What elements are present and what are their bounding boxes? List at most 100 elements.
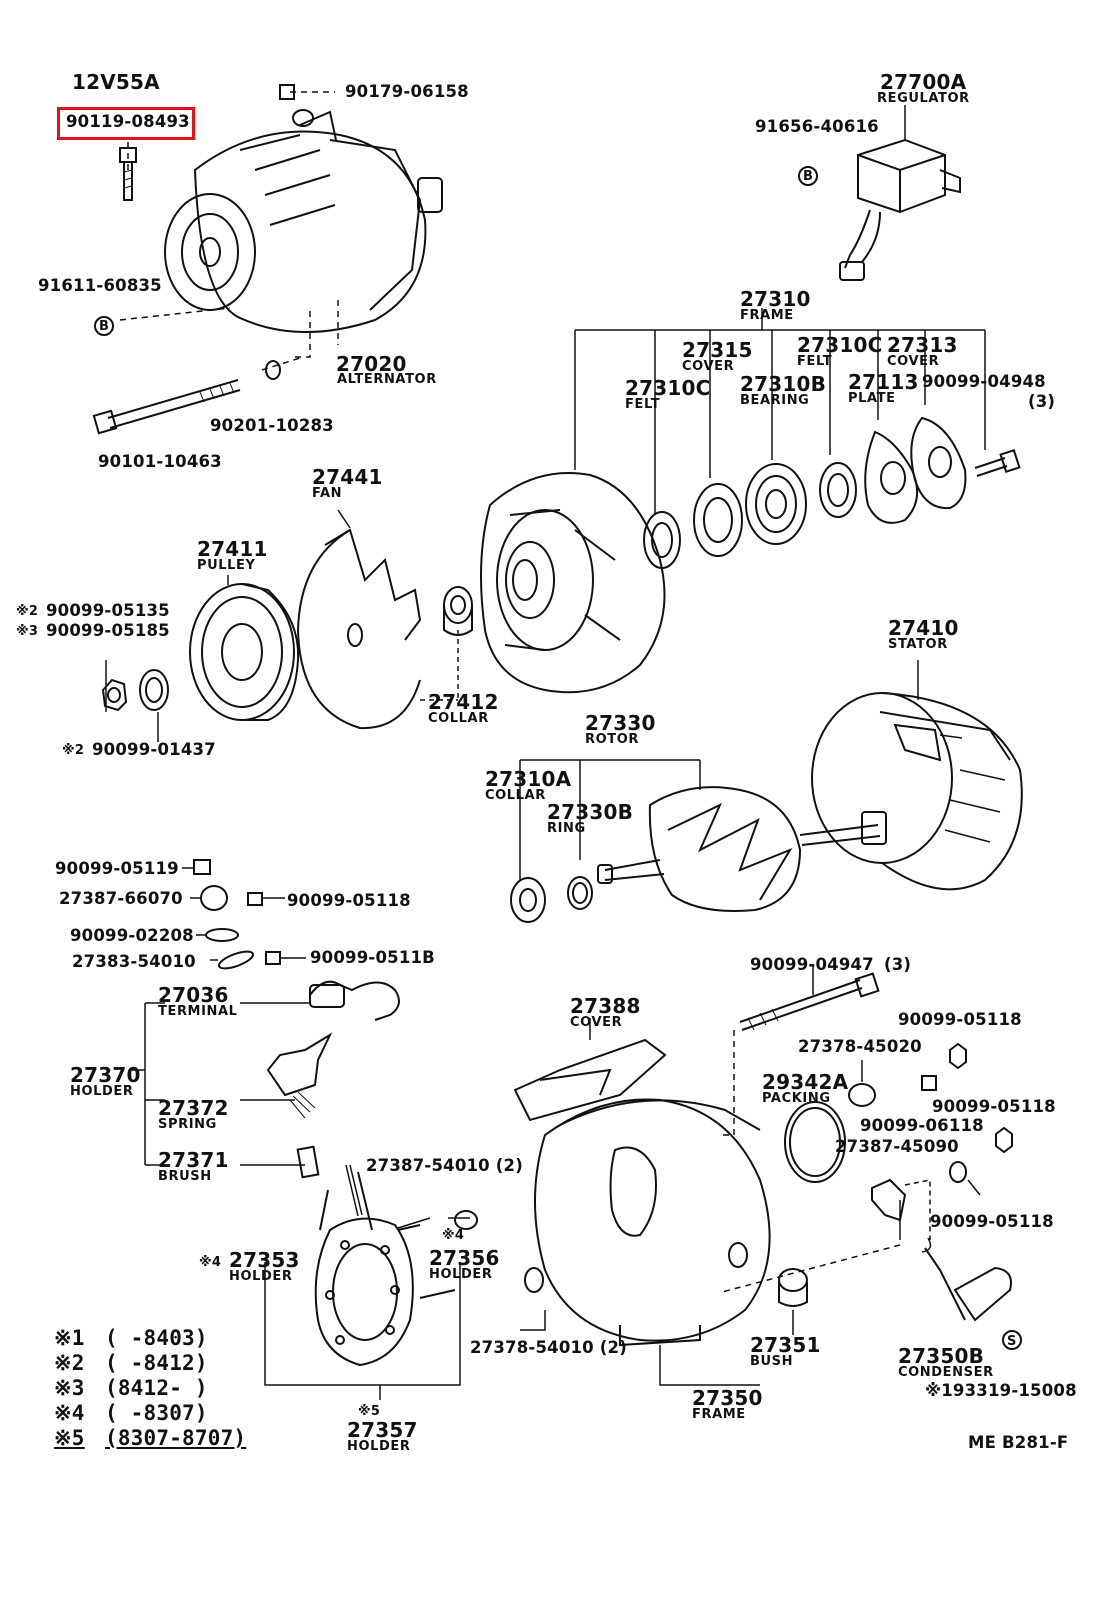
- legend-mark-2: ※2: [54, 1351, 85, 1375]
- part-90179-06158[interactable]: 90179-06158: [345, 82, 469, 101]
- cover-27388: [515, 1018, 665, 1120]
- part-27113[interactable]: 27113: [848, 370, 919, 394]
- caption-collar-2: COLLAR: [485, 788, 546, 803]
- caption-bush: BUSH: [750, 1354, 794, 1369]
- caption-cover-2: COVER: [887, 354, 940, 369]
- caption-felt-2: FELT: [797, 354, 833, 369]
- diagram-code: ME B281-F: [968, 1433, 1069, 1452]
- symbol-x4-a: ※4: [442, 1228, 465, 1243]
- part-27378-45020[interactable]: 27378-45020: [798, 1037, 922, 1056]
- caption-cover-1: COVER: [682, 359, 735, 374]
- part-27357[interactable]: 27357: [347, 1418, 418, 1442]
- caption-spring: SPRING: [158, 1117, 217, 1132]
- caption-holder-4: HOLDER: [347, 1439, 411, 1454]
- part-27310A[interactable]: 27310A: [485, 767, 572, 791]
- part-90099-04947[interactable]: 90099-04947: [750, 955, 874, 974]
- part-27020[interactable]: 27020: [336, 352, 407, 376]
- felt-27310C-a: [644, 512, 680, 568]
- part-29342A[interactable]: 29342A: [762, 1070, 849, 1094]
- part-27370[interactable]: 27370: [70, 1063, 141, 1087]
- part-27313[interactable]: 27313: [887, 333, 958, 357]
- part-27441[interactable]: 27441: [312, 465, 383, 489]
- highlighted-part-number[interactable]: 90119-08493: [66, 112, 190, 131]
- part-90099-05119[interactable]: 90099-05119: [55, 859, 179, 878]
- part-27350[interactable]: 27350: [692, 1386, 763, 1410]
- part-193319-15008[interactable]: ※193319-15008: [925, 1381, 1077, 1400]
- part-90099-05118-b[interactable]: 90099-05118: [898, 1010, 1022, 1029]
- part-27383-54010[interactable]: 27383-54010: [72, 952, 196, 971]
- part-27310B[interactable]: 27310B: [740, 372, 827, 396]
- part-27330B[interactable]: 27330B: [547, 800, 634, 824]
- insulator-27378-45020: [849, 1060, 875, 1106]
- symbol-05135: ※2: [16, 604, 39, 619]
- part-27387-54010[interactable]: 27387-54010 (2): [366, 1156, 523, 1175]
- symbol-05185: ※3: [16, 624, 39, 639]
- part-27356[interactable]: 27356: [429, 1246, 500, 1270]
- symbol-x5: ※5: [358, 1404, 381, 1419]
- screw-90099-04948: [975, 450, 1019, 476]
- part-90099-01437[interactable]: 90099-01437: [92, 740, 216, 759]
- part-27387-45090[interactable]: 27387-45090: [835, 1137, 959, 1156]
- part-90099-06118[interactable]: 90099-06118: [860, 1116, 984, 1135]
- part-27353[interactable]: 27353: [229, 1248, 300, 1272]
- bush-27351: [779, 1269, 807, 1335]
- part-90099-05135[interactable]: 90099-05135: [46, 601, 170, 620]
- part-90099-05118-a[interactable]: 90099-05118: [287, 891, 411, 910]
- part-90099-02208[interactable]: 90099-02208: [70, 926, 194, 945]
- part-27350B[interactable]: 27350B: [898, 1344, 985, 1368]
- caption-collar-1: COLLAR: [428, 711, 489, 726]
- part-27371[interactable]: 27371: [158, 1148, 229, 1172]
- part-27412[interactable]: 27412: [428, 690, 499, 714]
- caption-packing: PACKING: [762, 1091, 831, 1106]
- part-90099-0511B[interactable]: 90099-0511B: [310, 948, 435, 967]
- part-90099-05185[interactable]: 90099-05185: [46, 621, 170, 640]
- b-marker-1: B: [99, 319, 110, 334]
- part-91611-60835[interactable]: 91611-60835: [38, 276, 162, 295]
- bolt-90119-08493: [120, 148, 136, 200]
- caption-holder-2: HOLDER: [229, 1269, 293, 1284]
- part-27411[interactable]: 27411: [197, 537, 268, 561]
- caption-frame-2: FRAME: [692, 1407, 746, 1422]
- legend-range-2: ( -8412): [105, 1351, 208, 1375]
- long-bolt-90101: [94, 380, 240, 433]
- part-90099-05118-d[interactable]: 90099-05118: [930, 1212, 1054, 1231]
- b-marker-circle-1: [95, 317, 113, 335]
- symbol-01437: ※2: [62, 743, 85, 758]
- legend-mark-5: ※5: [54, 1426, 85, 1450]
- caption-alternator: ALTERNATOR: [337, 372, 437, 387]
- long-bolt-90099-04947: [720, 965, 878, 1135]
- part-90099-05118-c[interactable]: 90099-05118: [932, 1097, 1056, 1116]
- cover-27315: [694, 484, 742, 556]
- assembled-alternator: [165, 110, 442, 332]
- plate-27113: [865, 432, 917, 523]
- cover-27313: [911, 418, 965, 508]
- washer-90201: [266, 361, 280, 379]
- part-90101-10463[interactable]: 90101-10463: [98, 452, 222, 471]
- part-27310[interactable]: 27310: [740, 287, 811, 311]
- rear-frame-27350: [520, 1099, 770, 1385]
- part-27310C-b[interactable]: 27310C: [797, 333, 883, 357]
- part-27410[interactable]: 27410: [888, 616, 959, 640]
- rotor-27330: [520, 760, 886, 911]
- caption-holder-1: HOLDER: [70, 1084, 134, 1099]
- part-90099-04948[interactable]: 90099-04948: [922, 372, 1046, 391]
- part-27310C-a[interactable]: 27310C: [625, 376, 711, 400]
- part-27330[interactable]: 27330: [585, 711, 656, 735]
- part-27700A[interactable]: 27700A: [880, 70, 967, 94]
- part-27372[interactable]: 27372: [158, 1096, 229, 1120]
- part-27388[interactable]: 27388: [570, 994, 641, 1018]
- part-27351[interactable]: 27351: [750, 1333, 821, 1357]
- part-27378-54010[interactable]: 27378-54010 (2): [470, 1338, 627, 1357]
- b-marker-2: B: [803, 169, 814, 184]
- collar-27310A: [511, 878, 545, 922]
- part-27315[interactable]: 27315: [682, 338, 753, 362]
- drive-end-frame: [481, 473, 665, 692]
- collar-27412: [420, 587, 472, 700]
- part-91656-40616[interactable]: 91656-40616: [755, 117, 879, 136]
- part-27036[interactable]: 27036: [158, 983, 229, 1007]
- part-27387-66070[interactable]: 27387-66070: [59, 889, 183, 908]
- part-90201-10283[interactable]: 90201-10283: [210, 416, 334, 435]
- pulley-nut-and-washer: [103, 660, 168, 742]
- fan-27441: [298, 510, 420, 728]
